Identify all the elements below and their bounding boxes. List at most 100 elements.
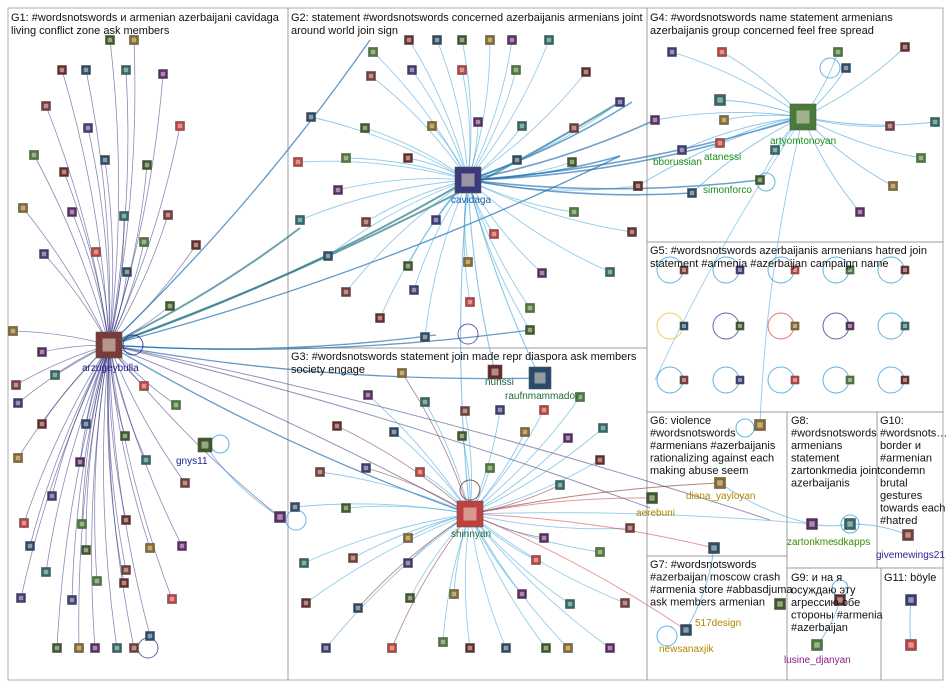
user-node[interactable] (306, 112, 316, 122)
user-node[interactable] (563, 433, 573, 443)
user-node[interactable] (627, 227, 637, 237)
user-node[interactable] (449, 589, 459, 599)
user-node[interactable] (409, 285, 419, 295)
user-node[interactable] (520, 427, 530, 437)
user-node[interactable] (544, 35, 554, 45)
user-node[interactable] (120, 431, 130, 441)
user-node[interactable] (37, 419, 47, 429)
user-node[interactable] (341, 287, 351, 297)
user-node[interactable] (39, 249, 49, 259)
user-node[interactable] (708, 542, 720, 554)
user-node[interactable] (163, 210, 173, 220)
user-node[interactable] (539, 405, 549, 415)
user-node[interactable] (363, 390, 373, 400)
user-node[interactable] (121, 515, 131, 525)
user-node[interactable] (930, 117, 940, 127)
user-node[interactable] (581, 67, 591, 77)
user-node[interactable] (41, 101, 51, 111)
user-node[interactable] (293, 157, 303, 167)
user-node[interactable] (905, 594, 917, 606)
user-node[interactable] (790, 321, 800, 331)
user-node[interactable] (900, 265, 910, 275)
user-node[interactable] (595, 547, 605, 557)
user-node[interactable] (158, 69, 168, 79)
user-node[interactable] (900, 375, 910, 385)
user-node[interactable] (81, 545, 91, 555)
user-node[interactable] (121, 565, 131, 575)
user-node[interactable] (47, 491, 57, 501)
user-node[interactable] (180, 478, 190, 488)
user-node[interactable] (714, 477, 726, 489)
user-node[interactable] (348, 553, 358, 563)
user-node[interactable] (77, 519, 87, 529)
user-node[interactable] (456, 500, 484, 528)
user-node[interactable] (507, 35, 517, 45)
user-node[interactable] (598, 423, 608, 433)
user-node[interactable] (387, 643, 397, 653)
user-node[interactable] (175, 121, 185, 131)
user-node[interactable] (735, 375, 745, 385)
user-node[interactable] (735, 265, 745, 275)
user-node[interactable] (407, 65, 417, 75)
user-node[interactable] (563, 643, 573, 653)
user-node[interactable] (19, 518, 29, 528)
user-node[interactable] (299, 558, 309, 568)
user-node[interactable] (13, 398, 23, 408)
user-node[interactable] (811, 639, 823, 651)
user-node[interactable] (605, 643, 615, 653)
user-node[interactable] (67, 595, 77, 605)
user-node[interactable] (122, 267, 132, 277)
user-node[interactable] (569, 123, 579, 133)
user-node[interactable] (171, 400, 181, 410)
user-node[interactable] (844, 518, 856, 530)
user-node[interactable] (67, 207, 77, 217)
user-node[interactable] (900, 42, 910, 52)
user-node[interactable] (145, 543, 155, 553)
user-node[interactable] (541, 643, 551, 653)
user-node[interactable] (680, 624, 692, 636)
user-node[interactable] (375, 313, 385, 323)
user-node[interactable] (485, 463, 495, 473)
user-node[interactable] (537, 268, 547, 278)
user-node[interactable] (323, 251, 333, 261)
user-node[interactable] (141, 455, 151, 465)
user-node[interactable] (790, 265, 800, 275)
user-node[interactable] (403, 558, 413, 568)
user-node[interactable] (90, 643, 100, 653)
user-node[interactable] (92, 576, 102, 586)
user-node[interactable] (360, 123, 370, 133)
user-node[interactable] (806, 518, 818, 530)
user-node[interactable] (74, 643, 84, 653)
user-node[interactable] (301, 598, 311, 608)
user-node[interactable] (295, 215, 305, 225)
user-node[interactable] (755, 175, 765, 185)
user-node[interactable] (457, 65, 467, 75)
user-node[interactable] (81, 419, 91, 429)
user-node[interactable] (83, 123, 93, 133)
user-node[interactable] (885, 121, 895, 131)
user-node[interactable] (605, 267, 615, 277)
user-node[interactable] (841, 63, 851, 73)
user-node[interactable] (565, 599, 575, 609)
user-node[interactable] (511, 65, 521, 75)
user-node[interactable] (789, 103, 817, 131)
user-node[interactable] (405, 593, 415, 603)
user-node[interactable] (905, 639, 917, 651)
user-node[interactable] (353, 603, 363, 613)
user-node[interactable] (900, 321, 910, 331)
user-node[interactable] (495, 405, 505, 415)
user-node[interactable] (315, 467, 325, 477)
user-node[interactable] (463, 257, 473, 267)
user-node[interactable] (487, 364, 503, 380)
user-node[interactable] (290, 502, 300, 512)
user-node[interactable] (100, 155, 110, 165)
user-node[interactable] (679, 265, 689, 275)
user-node[interactable] (457, 35, 467, 45)
user-node[interactable] (13, 453, 23, 463)
user-node[interactable] (465, 297, 475, 307)
user-node[interactable] (420, 397, 430, 407)
user-node[interactable] (368, 47, 378, 57)
user-node[interactable] (460, 406, 470, 416)
user-node[interactable] (517, 121, 527, 131)
user-node[interactable] (539, 533, 549, 543)
